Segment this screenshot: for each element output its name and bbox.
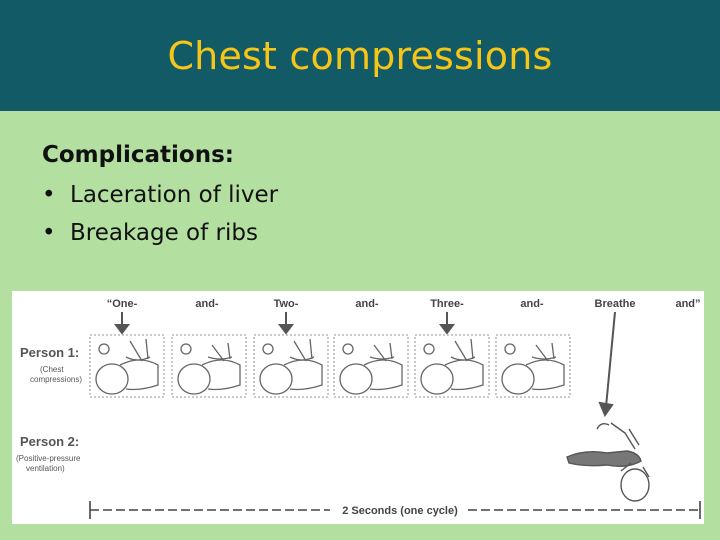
slide-title: Chest compressions [167,33,553,78]
person1-title: Person 1: [20,345,79,360]
beat-label: and- [195,298,219,310]
cpr-timing-figure: “One- and- Two- and- Three- and- Breathe… [12,291,704,524]
compression-panel-illustration [333,334,409,398]
title-bar: Chest compressions [0,0,720,111]
bullet-text: Breakage of ribs [70,220,258,246]
cpr-timing-diagram: “One- and- Two- and- Three- and- Breathe… [16,298,701,519]
compression-panel-illustration [414,334,490,398]
compression-panel-illustration [89,334,165,398]
person2-title: Person 2: [20,434,79,449]
compression-panel-illustration [495,334,571,398]
timeline-bar [89,501,701,519]
compression-panel-illustration [253,334,329,398]
beat-label: and” [675,298,700,310]
person2-role: (Positive-pressure [16,454,81,463]
person2-role: ventilation) [26,464,65,473]
person1-role: compressions) [30,375,82,384]
bullet-icon: • [42,182,56,208]
complications-heading: Complications: [42,142,234,168]
beat-arrow-icon [114,312,455,335]
compression-illustrations [89,334,571,398]
beat-label: “One- [107,298,138,310]
list-item: • Laceration of liver [42,176,278,214]
complications-list: • Laceration of liver • Breakage of ribs [42,176,278,252]
bullet-text: Laceration of liver [70,182,279,208]
timeline-label: 2 Seconds (one cycle) [342,505,458,517]
beat-label: Two- [274,298,299,310]
beat-label: and- [520,298,544,310]
bullet-icon: • [42,220,56,246]
slide-content: Complications: • Laceration of liver • Bre… [42,142,278,252]
beat-label: Three- [430,298,464,310]
compression-panel-illustration [171,334,247,398]
ventilation-illustration [566,422,650,502]
beat-label: Breathe [595,298,636,310]
person1-role: (Chest [40,365,64,374]
list-item: • Breakage of ribs [42,214,278,252]
breathe-arrow-icon [598,311,616,418]
beat-label: and- [355,298,379,310]
